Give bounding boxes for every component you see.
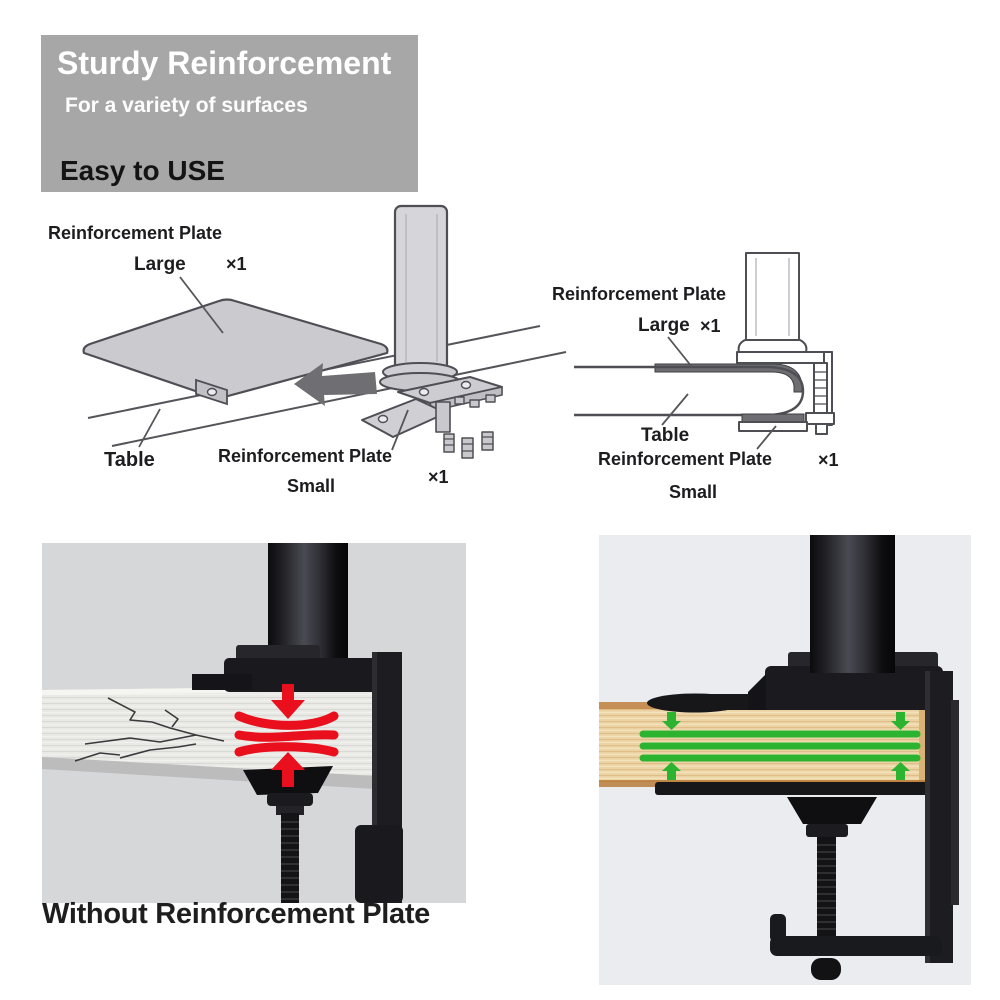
- header-banner: Sturdy Reinforcement For a variety of su…: [41, 35, 418, 192]
- compression-stress-lines: [234, 711, 339, 757]
- label-right-small-plate: Reinforcement Plate: [598, 449, 773, 469]
- wood-end-grain: [919, 708, 929, 782]
- large-plate-side: [654, 363, 803, 393]
- label-right-small: Small: [669, 482, 718, 502]
- label-right-plate: Reinforcement Plate: [552, 284, 727, 304]
- clamp-arm-right: [925, 671, 959, 963]
- banner-title: Sturdy Reinforcement: [57, 45, 392, 81]
- label-left-small-plate: Reinforcement Plate: [218, 446, 393, 466]
- leader-lines-right: [661, 336, 777, 450]
- clamp-top-bracket-left: [192, 645, 398, 692]
- label-left-small: Small: [287, 476, 336, 496]
- qty-left-small: ×1: [428, 467, 449, 487]
- banner-subtitle: For a variety of surfaces: [65, 94, 308, 117]
- leader-lines-left: [138, 276, 409, 451]
- photo-without-plate: [42, 543, 466, 903]
- distributed-stress-arrows-icon: [662, 712, 910, 780]
- qty-right-large: ×1: [700, 316, 721, 336]
- clamp-foot-right: [770, 914, 942, 980]
- banner-tagline: Easy to USE: [60, 155, 225, 186]
- photo-with-plate: [599, 535, 971, 985]
- table-side-fill: [574, 367, 803, 415]
- crack-marks: [74, 697, 225, 762]
- compression-arrows-icon: [271, 684, 305, 787]
- small-plate-installed: [655, 782, 943, 795]
- without-plate-caption: Without Reinforcement Plate: [42, 898, 431, 930]
- distributed-stress-lines: [639, 730, 921, 762]
- label-left-large: Large: [134, 254, 186, 275]
- clamp-screw-right: [787, 797, 877, 939]
- insert-direction-arrow-icon: [294, 363, 377, 406]
- label-right-table: Table: [641, 425, 690, 446]
- mount-pole-right: [810, 535, 895, 673]
- table-side-outline: [574, 365, 805, 417]
- qty-right-small: ×1: [818, 450, 839, 470]
- diagram-right-illustration: [574, 252, 835, 450]
- mount-pole-left: [268, 543, 348, 665]
- clamp-side-drawing: [736, 252, 835, 435]
- diagram-left-illustration: [82, 204, 567, 459]
- screw-studs: [443, 431, 494, 459]
- label-left-table: Table: [104, 449, 155, 471]
- label-left-plate: Reinforcement Plate: [48, 223, 223, 243]
- clamp-arm-left: [355, 652, 403, 903]
- pole-clamp-drawing: [361, 204, 503, 459]
- qty-left-large: ×1: [226, 254, 247, 274]
- label-right-large: Large: [638, 315, 690, 336]
